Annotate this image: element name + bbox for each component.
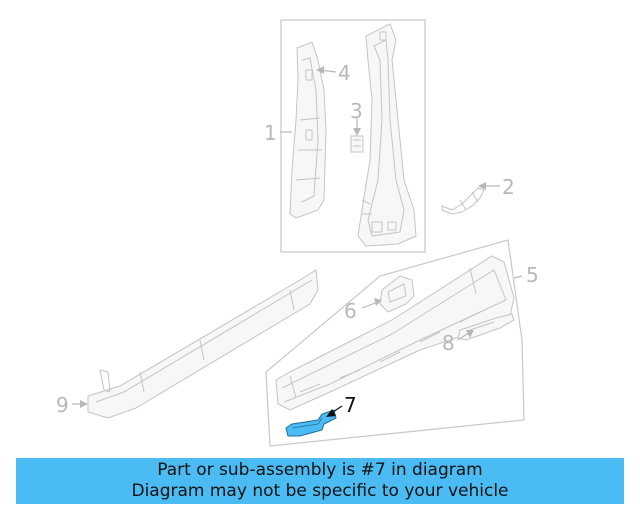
- arrow-3: [353, 128, 361, 136]
- callout-1: 1: [264, 121, 277, 145]
- callout-6: 6: [344, 299, 357, 323]
- arrow-6: [374, 298, 382, 306]
- parts-diagram: 1 2 3 4 5 6 7 8 9: [56, 19, 539, 447]
- callout-4: 4: [338, 61, 351, 85]
- callout-8: 8: [442, 331, 455, 355]
- info-banner: Part or sub-assembly is #7 in diagram Di…: [16, 458, 624, 504]
- part-2-reinforcement: [441, 187, 485, 215]
- callout-3: 3: [350, 99, 363, 123]
- arrow-9: [80, 400, 88, 408]
- arrow-4: [316, 66, 324, 74]
- leader-5: [513, 275, 523, 279]
- rocker-group-box: [265, 239, 525, 447]
- callout-9: 9: [56, 393, 69, 417]
- arrow-2: [478, 182, 486, 190]
- pillar-group-box: [280, 19, 426, 253]
- callout-2: 2: [502, 175, 515, 199]
- banner-line-part: Part or sub-assembly is #7 in diagram: [157, 460, 483, 480]
- part-4-pillar-inner: [289, 41, 327, 219]
- arrow-8: [466, 330, 474, 338]
- part-7-highlighted-bracket: [285, 409, 337, 437]
- part-5-rocker-panel: [275, 255, 515, 411]
- arrow-7: [326, 409, 336, 417]
- callout-7: 7: [344, 393, 357, 417]
- part-9-sill-extension: [87, 269, 319, 419]
- part-1-center-pillar: [357, 23, 417, 247]
- part-6-bracket: [379, 275, 415, 313]
- part-3-bracket: [350, 135, 364, 153]
- banner-line-disclaimer: Diagram may not be specific to your vehi…: [131, 481, 509, 501]
- callout-5: 5: [526, 263, 539, 287]
